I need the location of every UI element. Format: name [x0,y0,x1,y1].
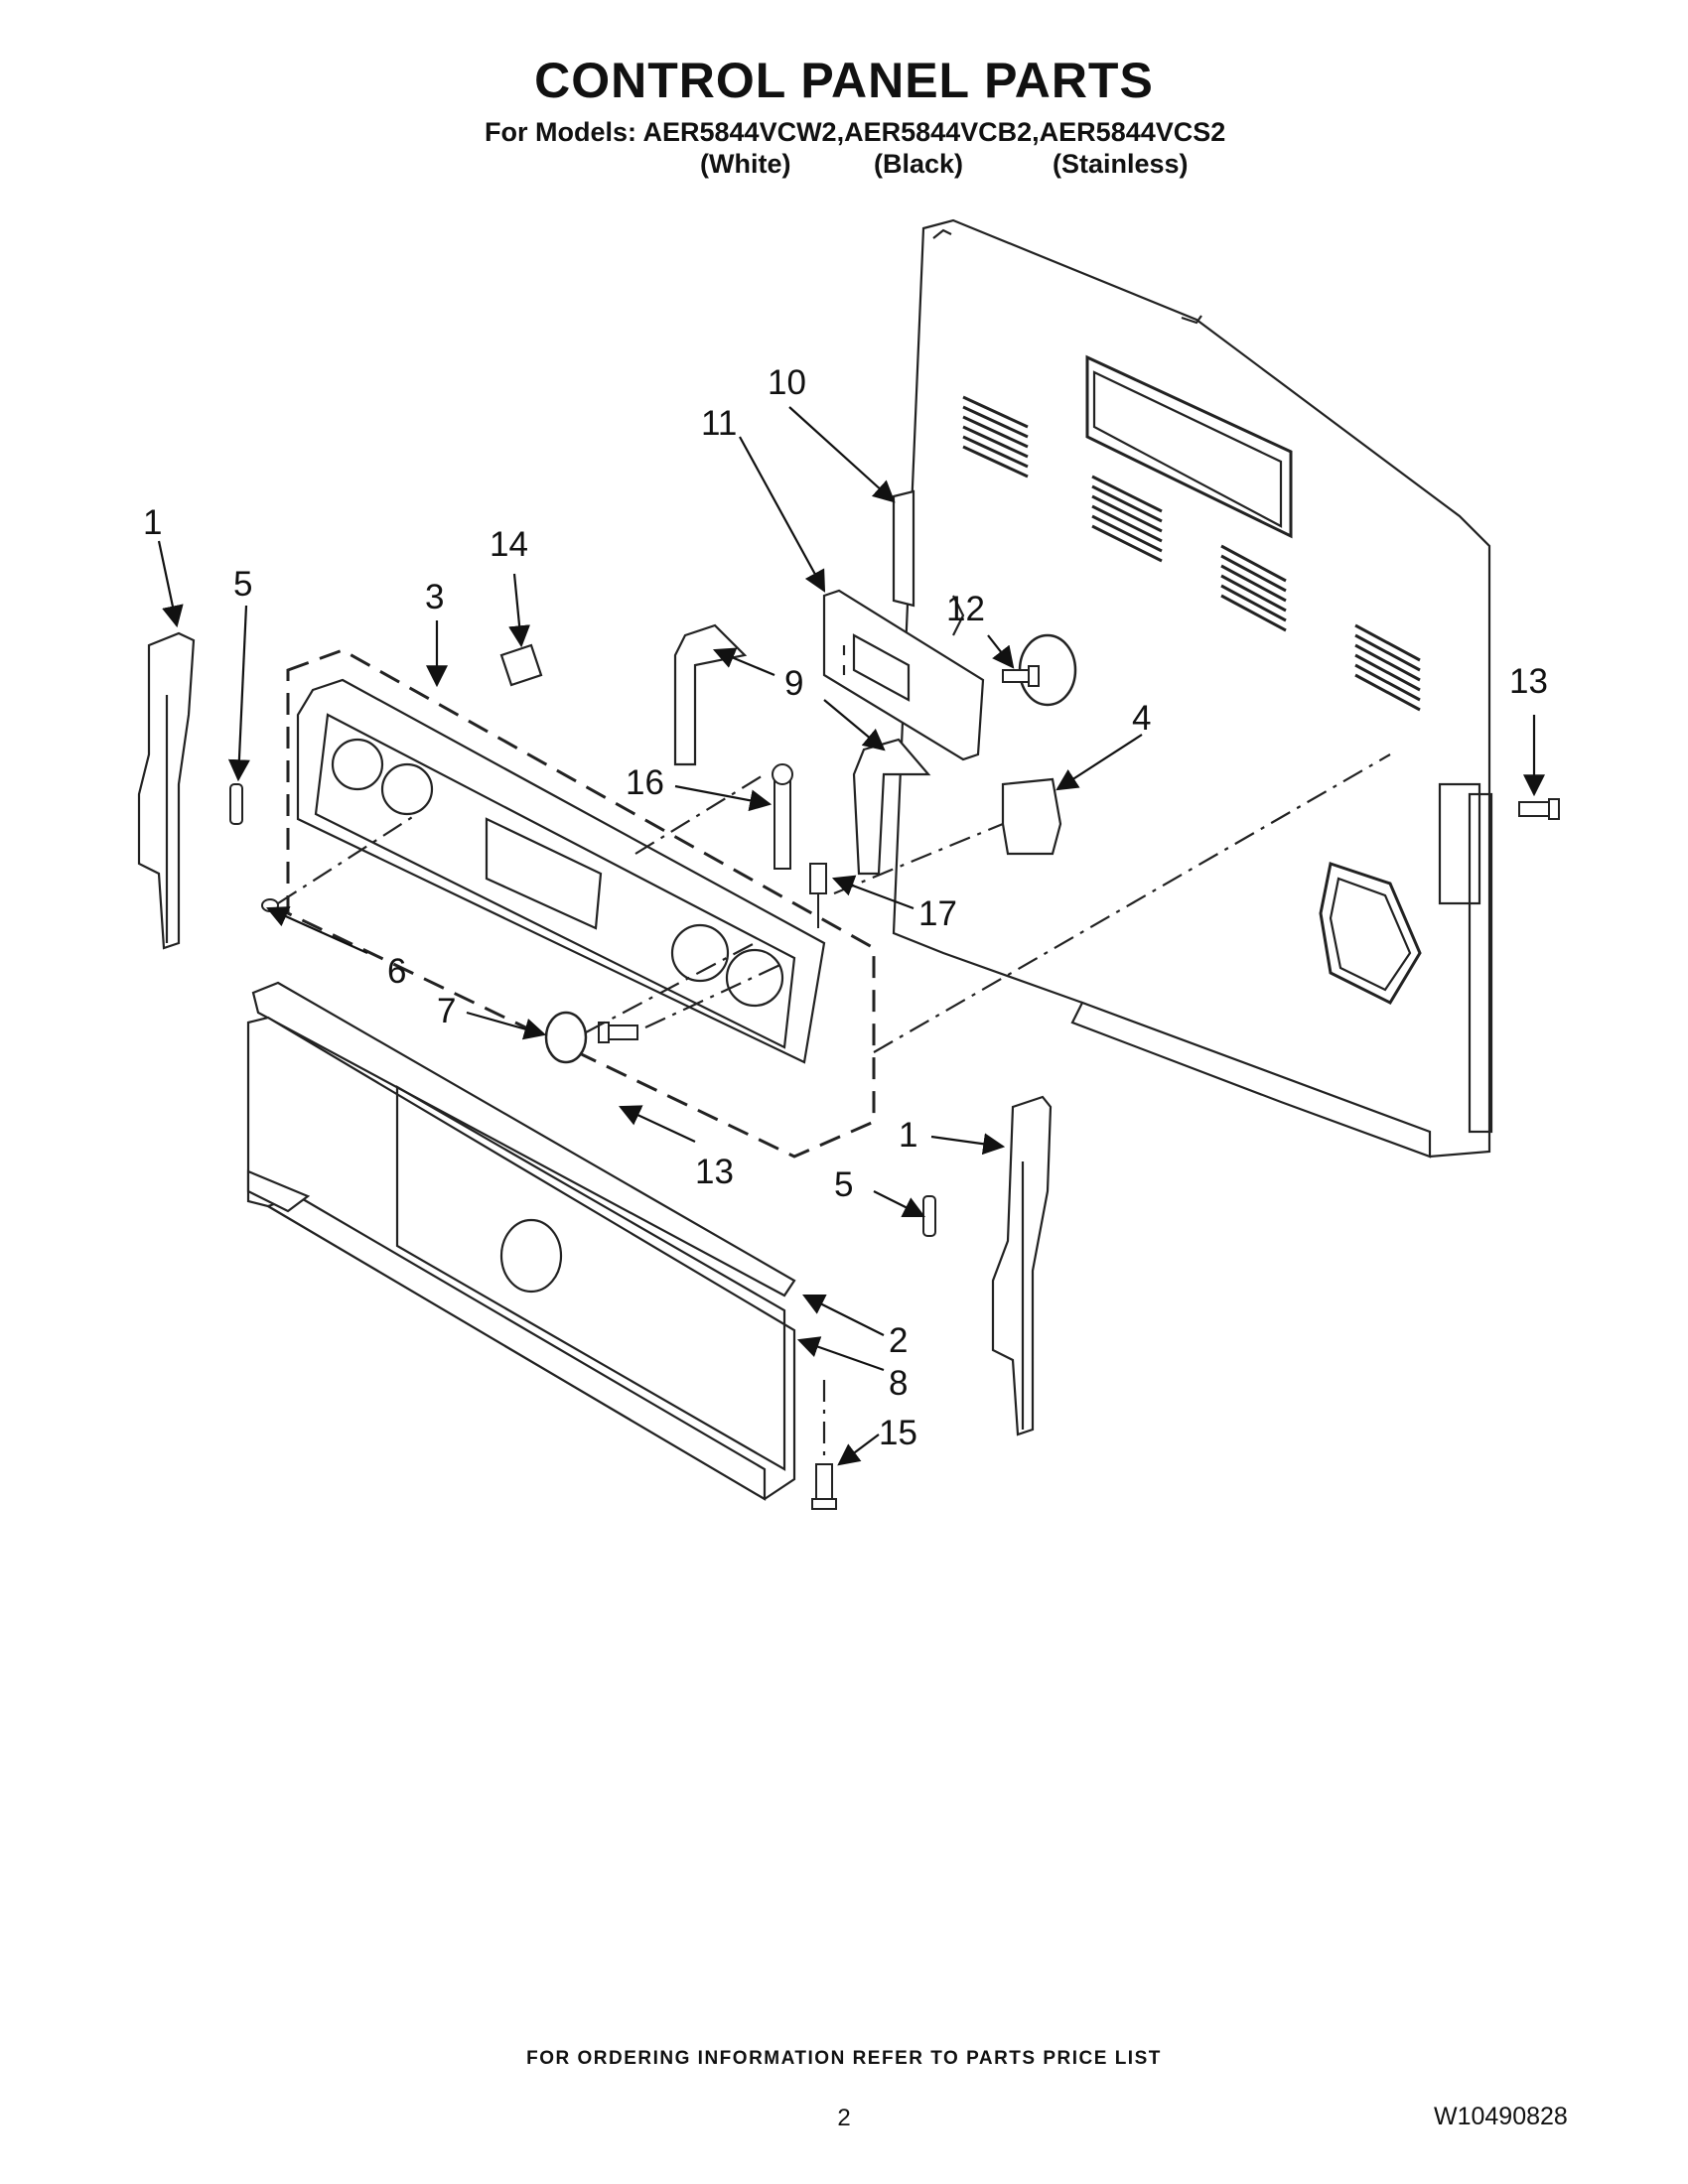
variant-white: (White) [700,149,791,179]
callout-14: 14 [490,525,528,564]
callout-13-center: 13 [695,1153,734,1191]
callout-5-right: 5 [834,1165,853,1204]
callout-7: 7 [437,992,456,1030]
leader-arrows [157,406,1545,1466]
callout-1-right: 1 [899,1116,917,1155]
callout-2: 2 [889,1321,908,1360]
page-number: 2 [837,2105,851,2131]
callout-12: 12 [946,590,985,628]
clip-14 [499,643,543,687]
clip-5-right [922,1195,936,1237]
switch-block [1001,777,1062,856]
callout-10: 10 [768,363,806,402]
callout-15: 15 [879,1414,917,1452]
left-side-bracket [137,631,196,950]
page-title: CONTROL PANEL PARTS [534,53,1154,108]
callout-11: 11 [701,404,737,443]
variant-stainless: (Stainless) [1053,149,1189,179]
callout-6: 6 [387,952,406,991]
callout-5-left: 5 [233,565,252,604]
clip-5-left [229,783,243,825]
manifold-panel [246,981,796,1501]
callout-3: 3 [425,578,444,616]
knob-7 [544,1011,588,1064]
callout-4: 4 [1132,699,1151,738]
mounting-bracket [892,489,915,608]
screw-13-right [1518,798,1560,820]
screw-12 [1002,665,1040,687]
ordering-note: FOR ORDERING INFORMATION REFER TO PARTS … [526,2048,1162,2069]
callout-17: 17 [918,894,957,933]
callout-13-right: 13 [1509,662,1548,701]
screw-15 [811,1463,837,1510]
callout-8: 8 [889,1364,908,1403]
screw-13-center [598,1022,638,1043]
document-number: W10490828 [1434,2103,1568,2130]
callout-16: 16 [626,763,664,802]
spark-switch-16 [772,763,793,870]
control-panel [296,678,826,1064]
assembly-lines [277,753,1391,1459]
electronic-control [822,589,985,761]
right-side-bracket [991,1095,1053,1436]
wire-harness [673,623,931,876]
rear-panel [892,218,1493,1159]
callout-9: 9 [784,664,803,703]
callout-1-left: 1 [143,503,162,542]
variant-black: (Black) [874,149,964,179]
vent-slots [962,395,1421,712]
screw-17 [809,863,827,928]
models-line: For Models: AER5844VCW2,AER5844VCB2,AER5… [485,117,1226,147]
